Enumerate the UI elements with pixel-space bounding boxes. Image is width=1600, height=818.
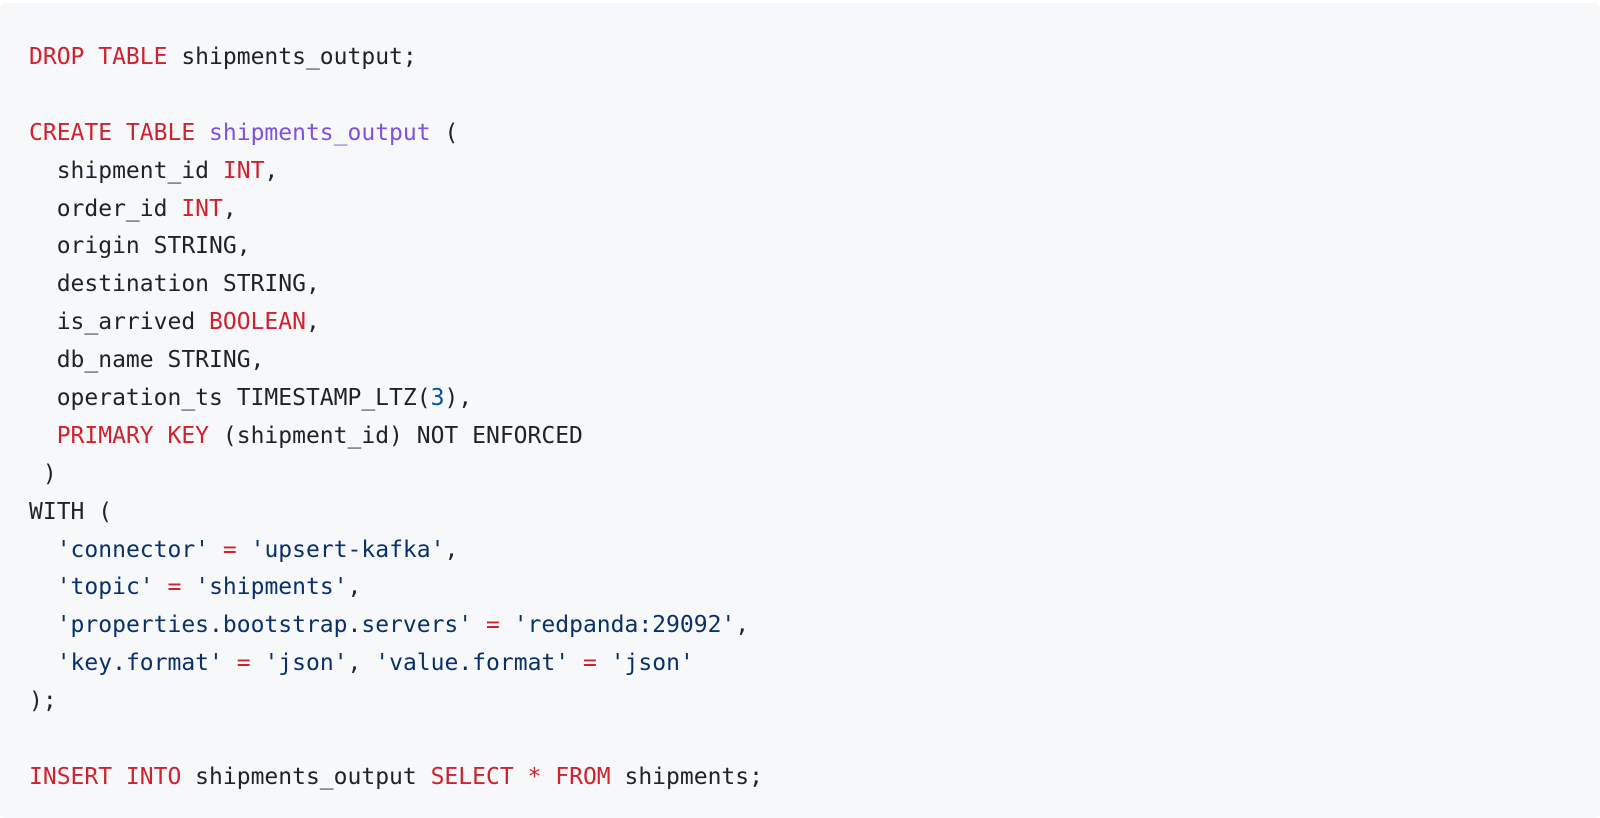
code-line-2 — [29, 77, 1600, 115]
code-block: DROP TABLE shipments_output; CREATE TABLE… — [0, 3, 1600, 818]
code-text: shipments_output; — [167, 44, 417, 70]
code-text: ( — [430, 119, 459, 146]
code-line-17: 'key.format' = 'json', 'value.format' = … — [29, 645, 1600, 683]
code-text — [569, 650, 583, 676]
operator: = — [485, 612, 500, 639]
sql-code: DROP TABLE shipments_output; CREATE TABLE… — [29, 39, 1600, 797]
code-line-6: origin STRING, — [29, 228, 1600, 266]
number-literal: 3 — [430, 385, 445, 412]
code-text: shipments_output — [181, 763, 431, 790]
operator: = — [222, 536, 237, 563]
code-line-12: ) — [29, 456, 1600, 494]
sql-keyword: INT — [181, 195, 223, 222]
code-text — [29, 537, 57, 563]
operator: = — [582, 650, 597, 677]
string-literal: 'value.format' — [375, 650, 570, 677]
code-text — [29, 574, 57, 600]
code-text: origin STRING, — [29, 233, 251, 260]
code-text: db_name STRING, — [29, 347, 265, 374]
code-line-13: WITH ( — [29, 494, 1600, 532]
code-text — [29, 423, 57, 449]
sql-keyword: DROP TABLE — [29, 44, 168, 70]
code-line-11: PRIMARY KEY (shipment_id) NOT ENFORCED — [29, 418, 1600, 456]
code-text — [209, 537, 223, 563]
code-line-14: 'connector' = 'upsert-kafka', — [29, 532, 1600, 570]
sql-keyword: PRIMARY KEY — [56, 422, 210, 449]
code-text: , — [264, 157, 279, 184]
code-line-8: is_arrived BOOLEAN, — [29, 304, 1600, 342]
code-line-10: operation_ts TIMESTAMP_LTZ(3), — [29, 380, 1600, 418]
code-line-5: order_id INT, — [29, 191, 1600, 229]
string-literal: 'properties.bootstrap.servers' — [56, 612, 473, 639]
sql-keyword: CREATE TABLE — [29, 119, 196, 146]
code-line-4: shipment_id INT, — [29, 153, 1600, 191]
code-text: (shipment_id) NOT ENFORCED — [209, 422, 583, 449]
code-line-19 — [29, 721, 1600, 759]
code-text: , — [735, 612, 750, 639]
table-name: shipments_output — [209, 119, 431, 146]
code-text — [29, 612, 57, 638]
code-line-1: DROP TABLE shipments_output; — [29, 39, 1600, 77]
code-text: destination STRING, — [29, 271, 320, 298]
code-line-7: destination STRING, — [29, 266, 1600, 304]
code-text: , — [347, 650, 376, 677]
code-text: WITH ( — [29, 498, 113, 525]
code-text — [251, 650, 265, 676]
code-text: shipment_id — [29, 157, 223, 184]
code-text — [514, 764, 528, 790]
code-text — [597, 650, 611, 676]
string-literal: 'shipments' — [195, 574, 348, 601]
code-text — [181, 574, 195, 600]
code-text — [195, 120, 209, 146]
string-literal: 'topic' — [56, 574, 154, 601]
sql-keyword: FROM — [555, 763, 611, 790]
code-line-15: 'topic' = 'shipments', — [29, 569, 1600, 607]
code-text — [472, 612, 486, 638]
string-literal: 'json' — [264, 650, 348, 677]
code-text: ); — [29, 688, 57, 715]
code-text: , — [305, 309, 320, 336]
code-text: operation_ts TIMESTAMP_LTZ( — [29, 385, 431, 412]
code-line-18: ); — [29, 683, 1600, 721]
code-line-3: CREATE TABLE shipments_output ( — [29, 115, 1600, 153]
code-text — [29, 650, 57, 676]
string-literal: 'redpanda:29092' — [513, 612, 736, 639]
code-text: shipments; — [610, 763, 763, 790]
operator: = — [236, 650, 251, 677]
sql-keyword: SELECT — [430, 763, 514, 790]
code-line-16: 'properties.bootstrap.servers' = 'redpan… — [29, 607, 1600, 645]
code-line-20: INSERT INTO shipments_output SELECT * FR… — [29, 759, 1600, 797]
code-text — [154, 574, 168, 600]
code-text: ), — [444, 385, 473, 412]
string-literal: 'json' — [610, 650, 694, 677]
code-text: is_arrived — [29, 309, 210, 336]
code-text: , — [222, 195, 237, 222]
code-line-9: db_name STRING, — [29, 342, 1600, 380]
operator: * — [527, 763, 542, 790]
string-literal: 'key.format' — [56, 650, 223, 677]
operator: = — [167, 574, 182, 601]
sql-keyword: INT — [222, 157, 265, 184]
code-text — [500, 612, 514, 638]
code-text: order_id — [29, 195, 182, 222]
string-literal: 'connector' — [56, 536, 210, 563]
code-text — [541, 764, 555, 790]
code-text: , — [444, 536, 459, 563]
code-text — [237, 537, 251, 563]
code-text: , — [347, 574, 362, 601]
sql-keyword: BOOLEAN — [209, 309, 306, 336]
code-text — [223, 650, 237, 676]
sql-keyword: INSERT INTO — [29, 763, 182, 790]
code-text: ) — [29, 460, 57, 487]
string-literal: 'upsert-kafka' — [250, 536, 445, 563]
